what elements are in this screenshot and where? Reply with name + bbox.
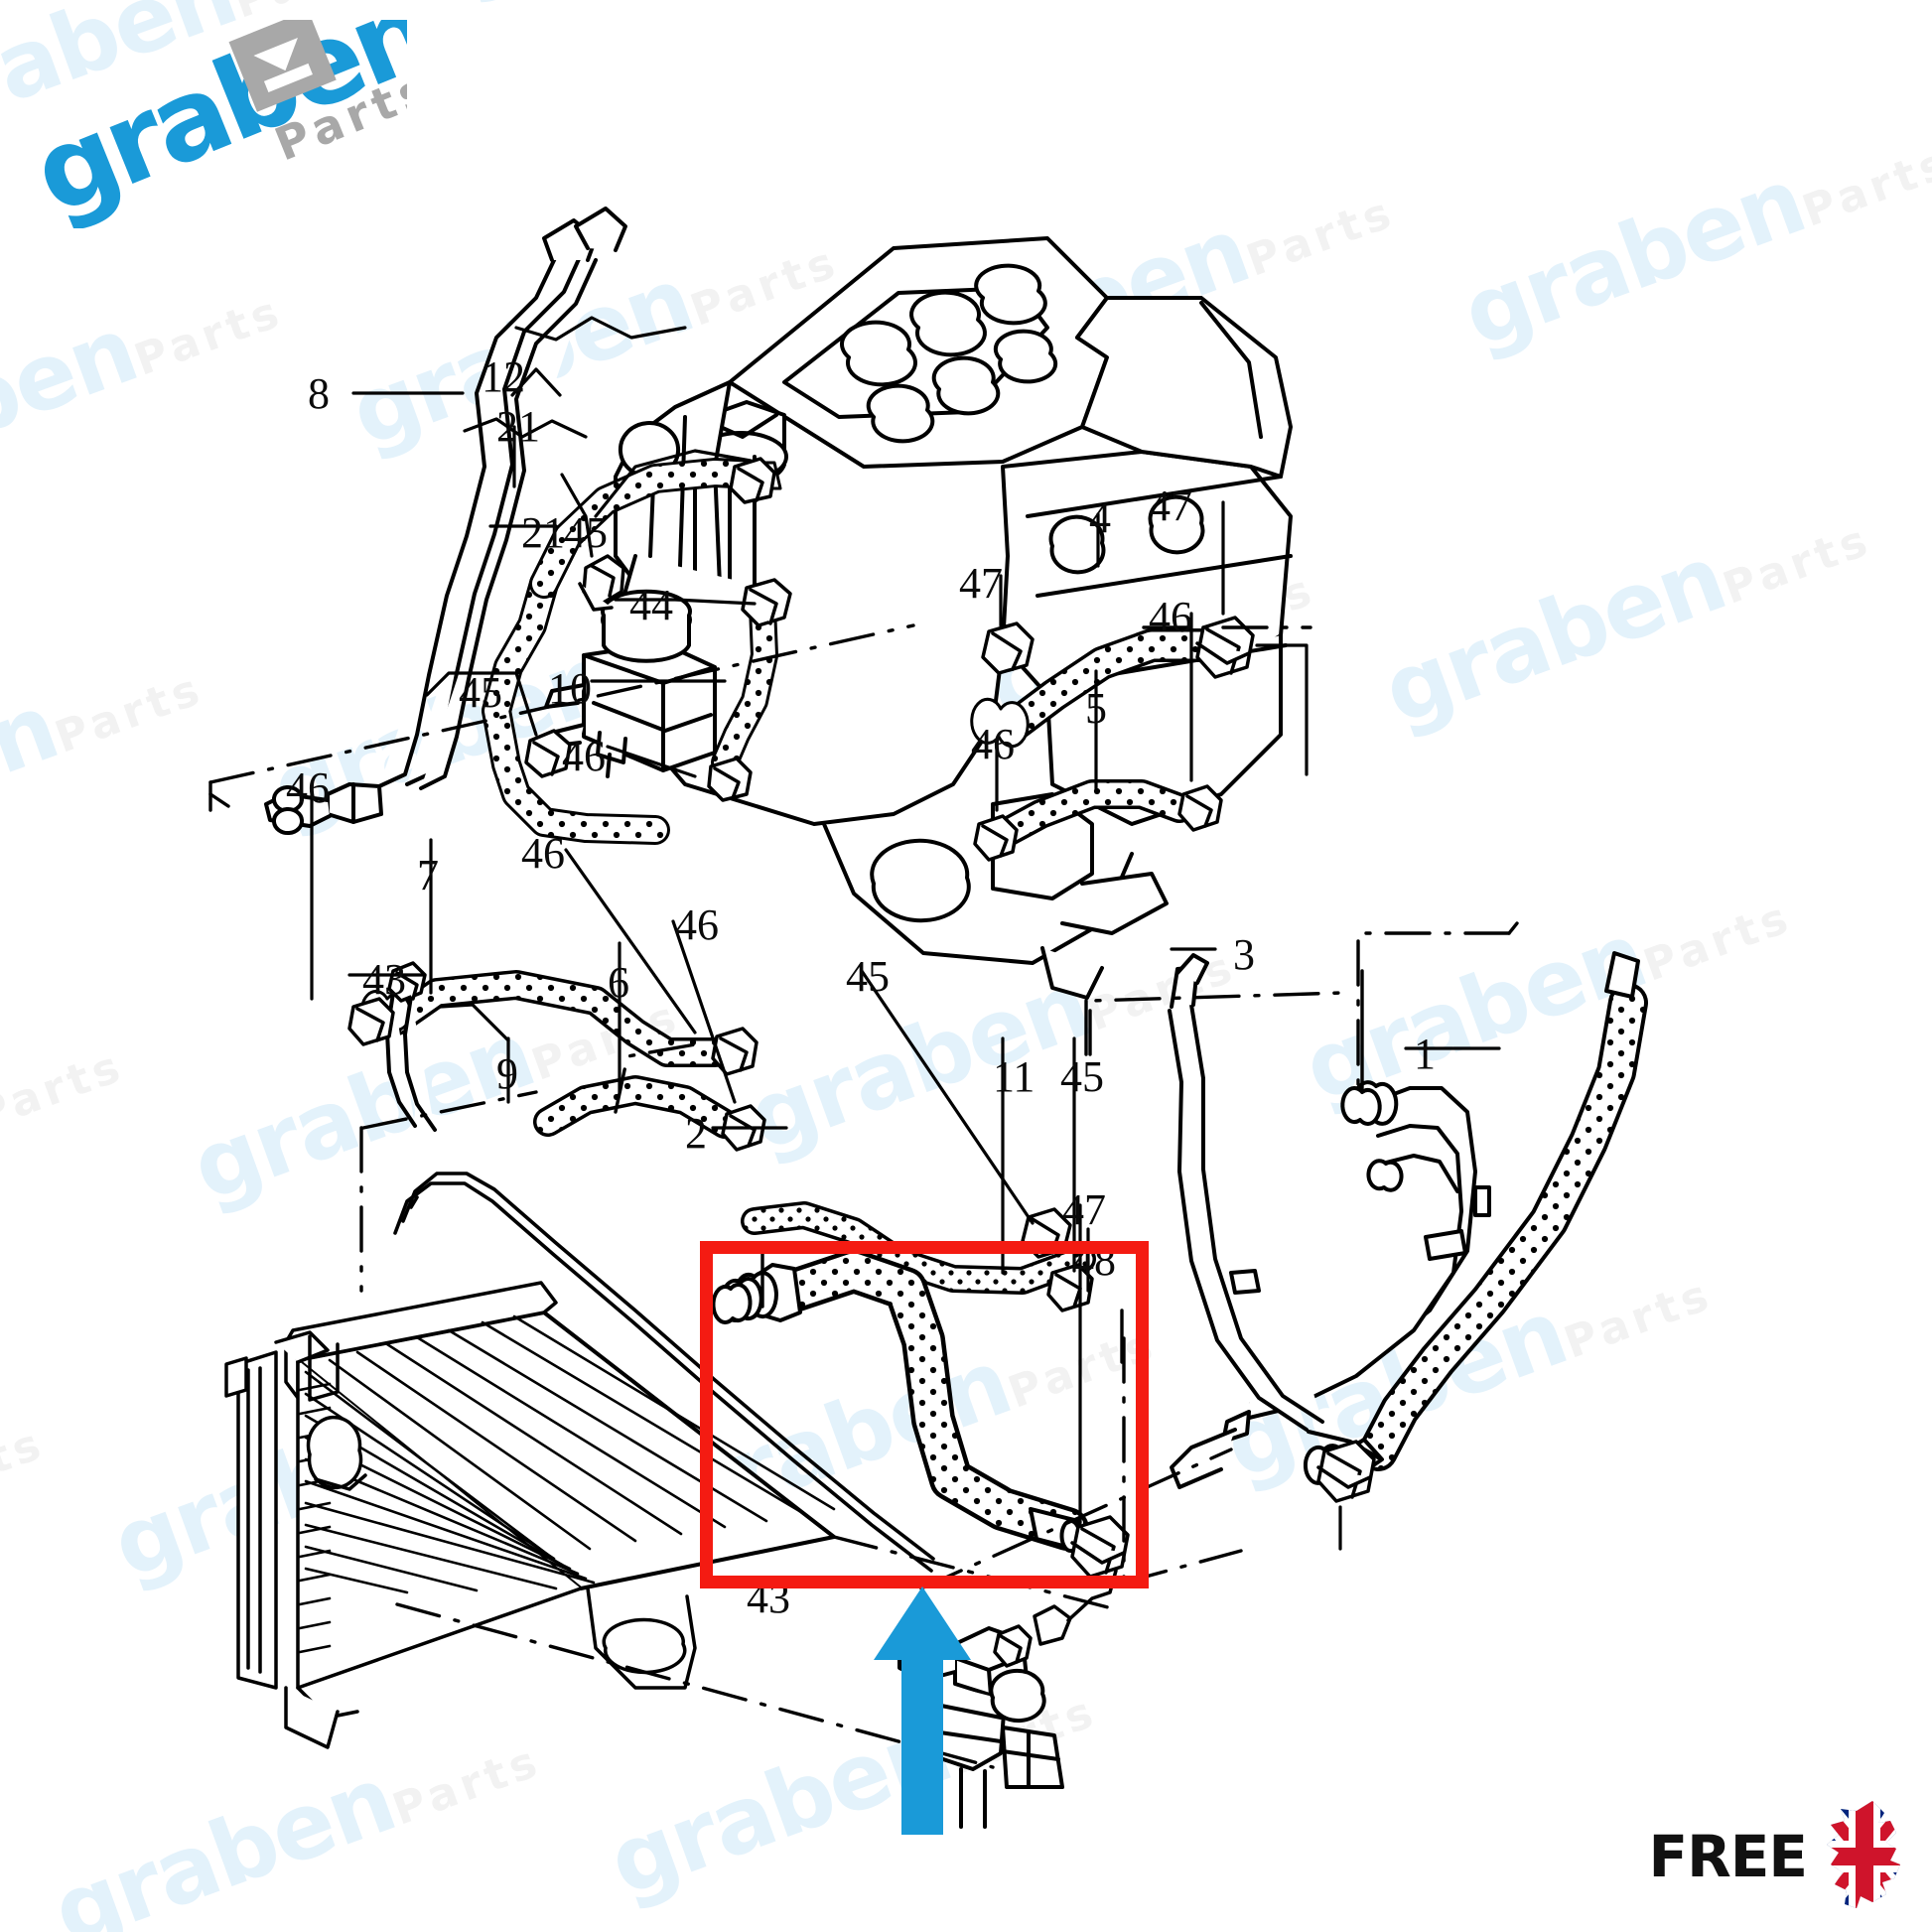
callout-1: 1 xyxy=(1414,1030,1436,1078)
callout-11: 11 xyxy=(993,1052,1035,1101)
free-delivery-badge: FREE xyxy=(1648,1799,1912,1914)
callout-44: 44 xyxy=(629,581,673,629)
callout-10: 10 xyxy=(548,664,592,713)
callout-2: 2 xyxy=(685,1109,707,1158)
callout-8: 8 xyxy=(308,369,330,418)
callout-45c: 45 xyxy=(846,952,890,1001)
callout-21b: 21 xyxy=(521,508,565,557)
callout-9: 9 xyxy=(496,1049,518,1098)
uk-flag-map-icon xyxy=(1827,1801,1900,1908)
blue-pointer-arrow xyxy=(874,1587,971,1835)
callout-3: 3 xyxy=(1233,930,1255,979)
callout-4: 4 xyxy=(1089,493,1111,542)
callout-6: 6 xyxy=(608,958,629,1007)
callout-45d: 45 xyxy=(1060,1052,1104,1101)
callout-45a: 45 xyxy=(564,508,608,557)
brand-logo: graben Parts xyxy=(10,0,448,240)
highlighted-part-region xyxy=(700,1241,1149,1588)
callout-46d: 46 xyxy=(286,763,330,812)
callout-46e: 46 xyxy=(521,829,565,878)
callout-47c: 47 xyxy=(1062,1185,1106,1234)
callout-7: 7 xyxy=(417,851,439,899)
callout-5: 5 xyxy=(1085,684,1107,733)
callout-46c: 46 xyxy=(971,720,1015,768)
callout-46a: 46 xyxy=(562,732,606,780)
callout-46f: 46 xyxy=(675,900,719,949)
arrow-up-icon xyxy=(874,1587,971,1835)
callout-21a: 21 xyxy=(496,402,540,451)
callout-47b: 47 xyxy=(959,559,1003,608)
callout-45b: 45 xyxy=(459,668,502,717)
callout-47a: 47 xyxy=(1149,482,1192,530)
callout-43a: 43 xyxy=(362,955,406,1004)
callout-12: 12 xyxy=(482,352,525,401)
callout-46b: 46 xyxy=(1149,593,1192,641)
free-label: FREE xyxy=(1648,1823,1808,1890)
